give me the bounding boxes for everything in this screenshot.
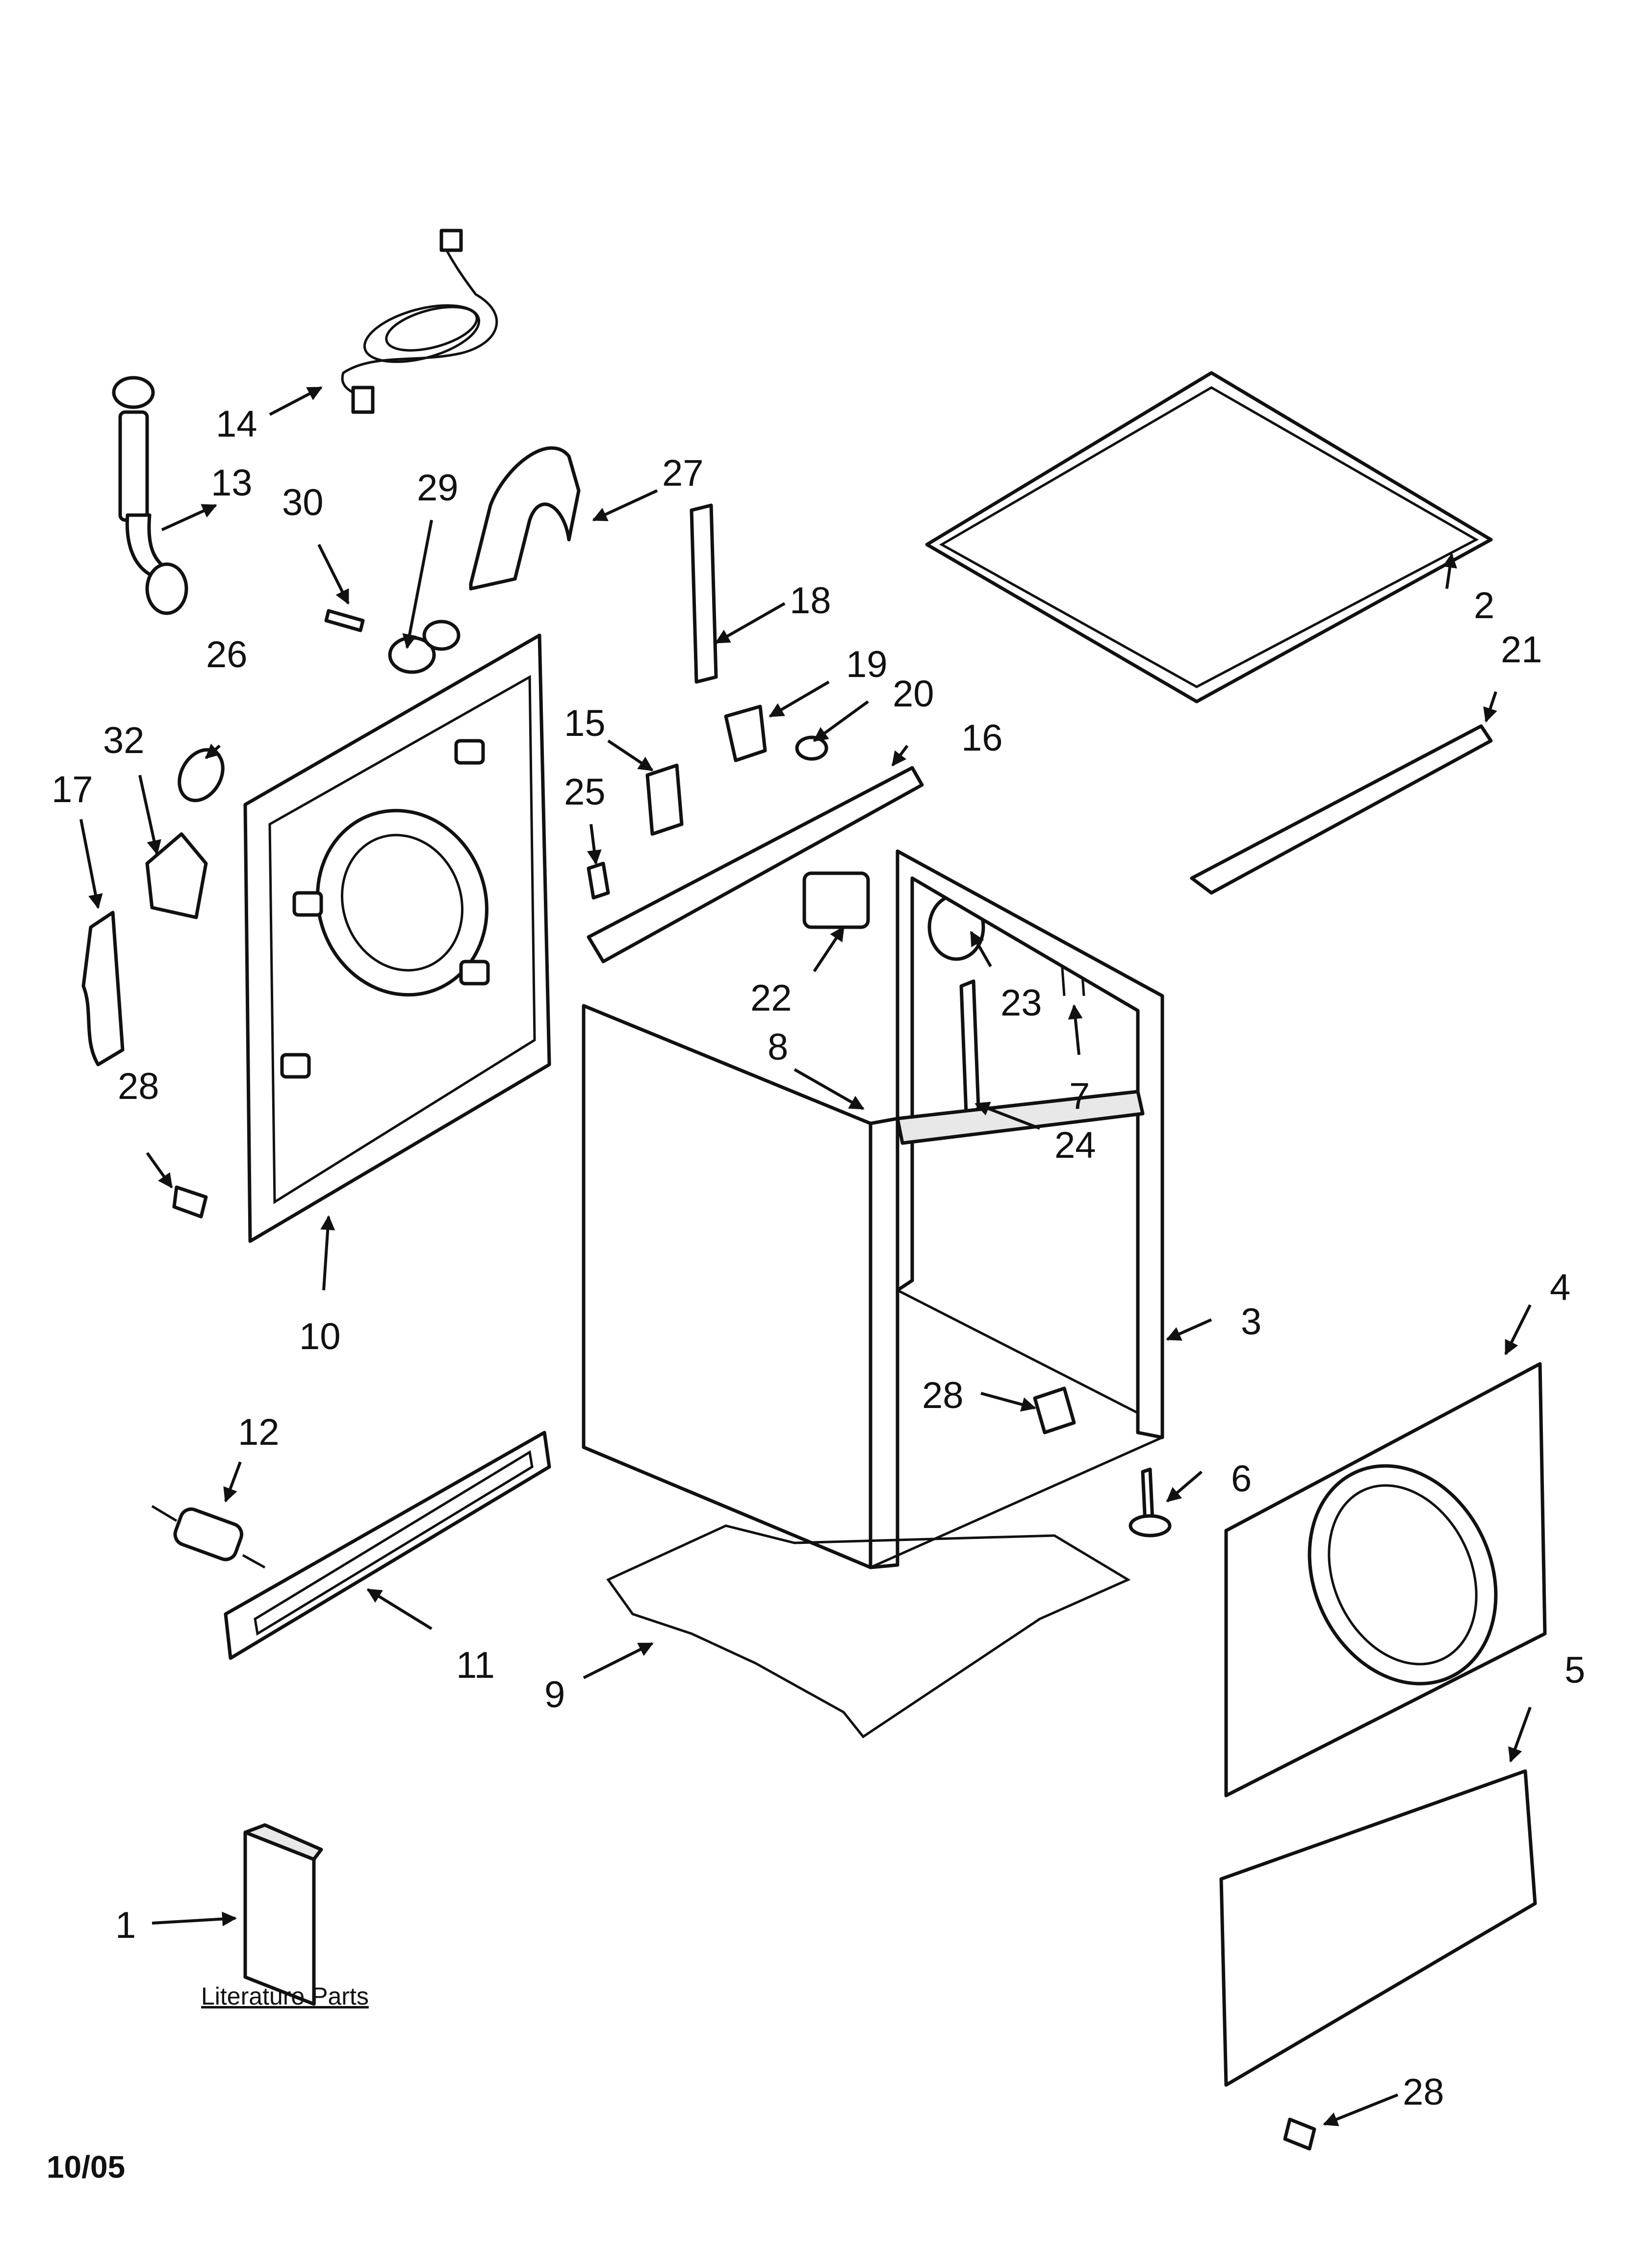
callout-30: 29 [417, 467, 459, 509]
callout-31: 30 [282, 482, 324, 523]
screw-part [172, 1185, 208, 1219]
callout-13: 13 [211, 462, 253, 504]
hose-clamp-part [324, 609, 461, 674]
front-panel-part [1224, 1362, 1547, 1798]
elbow-part [724, 704, 828, 762]
switch-part [802, 871, 870, 929]
callout-24: 24 [1054, 1124, 1096, 1166]
callout-1: 1 [115, 1904, 136, 1946]
clip-part [645, 763, 684, 836]
callout-9: 9 [544, 1674, 565, 1716]
fill-hose-part [690, 503, 718, 684]
callout-18: 18 [790, 580, 831, 622]
callout-labels: 14 13 30 29 27 18 19 20 16 15 25 2 21 26… [51, 403, 1585, 2113]
callout-17: 17 [51, 769, 93, 810]
callout-11: 11 [456, 1644, 495, 1686]
callout-16: 16 [961, 717, 1003, 759]
literature-parts-label: Literature Parts [201, 1982, 369, 2010]
callout-28-lower: 28 [1403, 2071, 1444, 2113]
brace-part [1190, 724, 1493, 895]
literature-part [243, 1823, 323, 2006]
hose-holder-part [81, 911, 125, 1067]
bracket-part [145, 832, 208, 919]
damper-part [151, 1505, 266, 1569]
callout-28-upper: 28 [118, 1066, 159, 1107]
callout-10: 10 [299, 1316, 341, 1357]
callout-20: 20 [893, 673, 934, 715]
screw-28b-part [1283, 2117, 1316, 2151]
callout-21: 21 [1501, 629, 1542, 671]
date-code: 10/05 [47, 2149, 126, 2185]
callout-6: 6 [1231, 1458, 1252, 1500]
callout-25: 25 [564, 771, 606, 813]
callout-arrows [79, 386, 1532, 2126]
callout-19: 19 [846, 644, 888, 685]
cabinet-part [582, 849, 1164, 1569]
callout-3: 3 [1241, 1301, 1261, 1343]
tube-part [959, 979, 980, 1116]
callout-7: 7 [1069, 1075, 1090, 1117]
leveling-leg-part [1129, 1467, 1172, 1538]
callout-26: 26 [206, 634, 248, 676]
power-cord-part [341, 229, 498, 414]
callout-22: 22 [750, 977, 792, 1019]
callout-14: 14 [216, 403, 257, 445]
drain-hose-part [112, 376, 188, 615]
callout-15: 15 [564, 703, 606, 744]
callout-5: 5 [1565, 1649, 1585, 1691]
cabinet-clip-part [1033, 1386, 1076, 1434]
callout-8: 8 [768, 1026, 788, 1068]
rear-panel-part [243, 633, 551, 1243]
base-pad-part [606, 1524, 1131, 1739]
base-rail-part [224, 1431, 551, 1660]
callout-2: 2 [1474, 585, 1494, 626]
hose-guide-part [469, 446, 581, 591]
callout-12: 12 [238, 1411, 280, 1453]
callout-23: 23 [1001, 982, 1042, 1024]
top-seal-part [925, 371, 1493, 704]
callout-29: 28 [922, 1375, 964, 1416]
screw-25-part [587, 861, 610, 900]
toe-panel-part [1219, 1769, 1537, 2087]
top-bracket-part [587, 766, 924, 964]
grommet-part [178, 748, 225, 803]
callout-4: 4 [1550, 1267, 1570, 1308]
callout-32: 32 [103, 720, 145, 761]
callout-27: 27 [662, 452, 704, 494]
